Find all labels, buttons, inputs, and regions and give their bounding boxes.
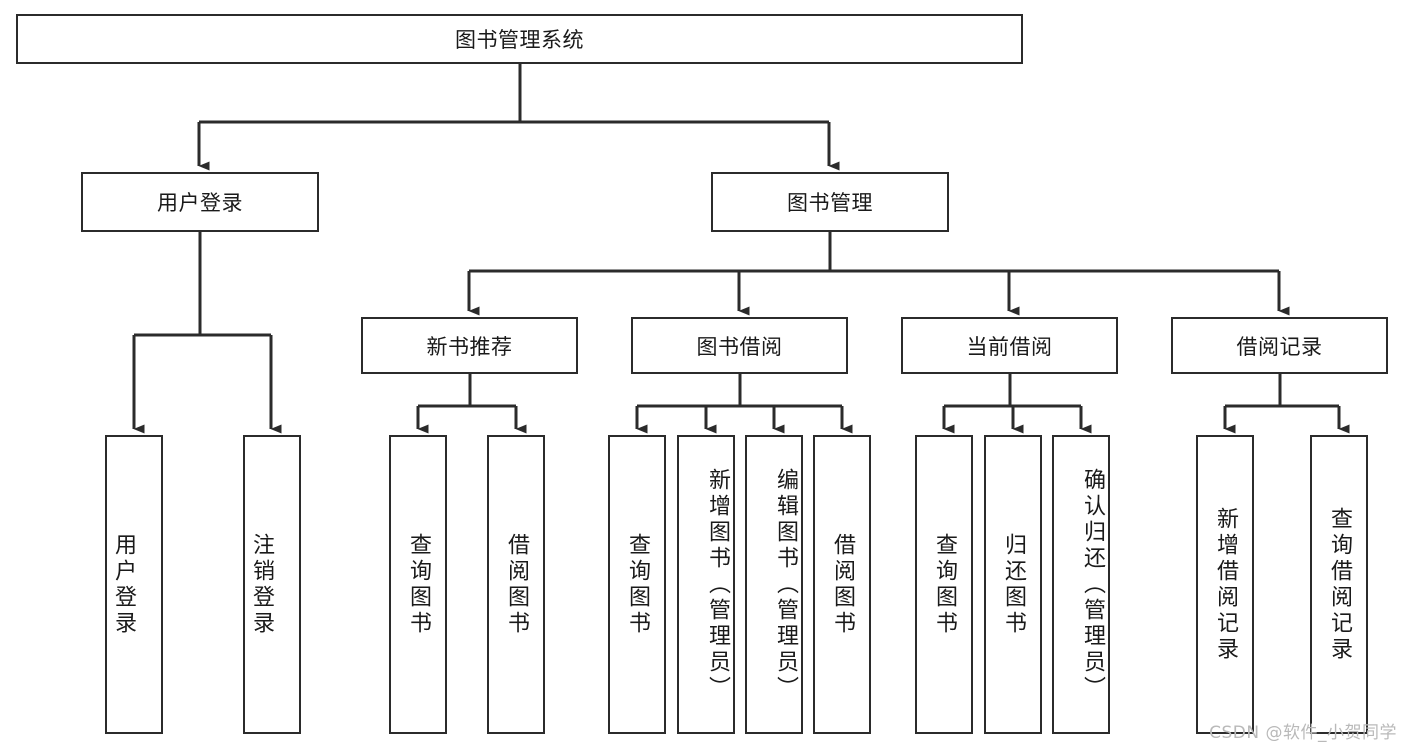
node-user-login[interactable]: 用户登录 [81,172,319,232]
node-book-borrow-label: 图书借阅 [696,334,783,359]
node-leaf-add-book-label: 新增图书（管理员） [705,467,730,702]
node-leaf-borrow-book-1-label: 借阅图书 [504,532,529,637]
node-book-borrow[interactable]: 图书借阅 [631,317,848,374]
node-new-book-recommend-label: 新书推荐 [426,334,513,359]
node-leaf-query-record-label: 查询借阅记录 [1327,506,1352,663]
node-borrow-record-label: 借阅记录 [1236,334,1323,359]
node-new-book-recommend[interactable]: 新书推荐 [361,317,578,374]
node-current-borrow[interactable]: 当前借阅 [901,317,1118,374]
node-root-label: 图书管理系统 [455,28,584,52]
node-leaf-borrow-book-1[interactable]: 借阅图书 [487,435,545,734]
csdn-watermark: CSDN @软件_小贺同学 [1209,723,1397,743]
node-current-borrow-label: 当前借阅 [966,334,1053,359]
node-leaf-query-book-2-label: 查询图书 [625,532,650,637]
node-book-manage[interactable]: 图书管理 [711,172,949,232]
node-leaf-query-book-2[interactable]: 查询图书 [608,435,666,734]
node-leaf-confirm-return[interactable]: 确认归还（管理员） [1052,435,1110,734]
node-root[interactable]: 图书管理系统 [16,14,1023,64]
node-leaf-edit-book[interactable]: 编辑图书（管理员） [745,435,803,734]
node-leaf-confirm-return-label: 确认归还（管理员） [1080,467,1105,702]
node-leaf-user-login[interactable]: 用户登录 [105,435,163,734]
node-leaf-return-book-label: 归还图书 [1001,532,1026,637]
node-leaf-borrow-book-2-label: 借阅图书 [830,532,855,637]
node-leaf-borrow-book-2[interactable]: 借阅图书 [813,435,871,734]
node-leaf-add-book[interactable]: 新增图书（管理员） [677,435,735,734]
node-leaf-query-book-3[interactable]: 查询图书 [915,435,973,734]
node-user-login-label: 用户登录 [157,191,243,215]
node-leaf-query-book-1-label: 查询图书 [406,532,431,637]
node-leaf-logout-label: 注销登录 [249,532,274,637]
node-leaf-logout[interactable]: 注销登录 [243,435,301,734]
node-leaf-edit-book-label: 编辑图书（管理员） [773,467,798,702]
node-leaf-return-book[interactable]: 归还图书 [984,435,1042,734]
node-leaf-add-record[interactable]: 新增借阅记录 [1196,435,1254,734]
node-leaf-query-book-1[interactable]: 查询图书 [389,435,447,734]
node-leaf-user-login-label: 用户登录 [111,532,136,637]
node-leaf-query-book-3-label: 查询图书 [932,532,957,637]
node-leaf-add-record-label: 新增借阅记录 [1213,506,1238,663]
node-book-manage-label: 图书管理 [787,191,873,215]
node-borrow-record[interactable]: 借阅记录 [1171,317,1388,374]
node-leaf-query-record[interactable]: 查询借阅记录 [1310,435,1368,734]
